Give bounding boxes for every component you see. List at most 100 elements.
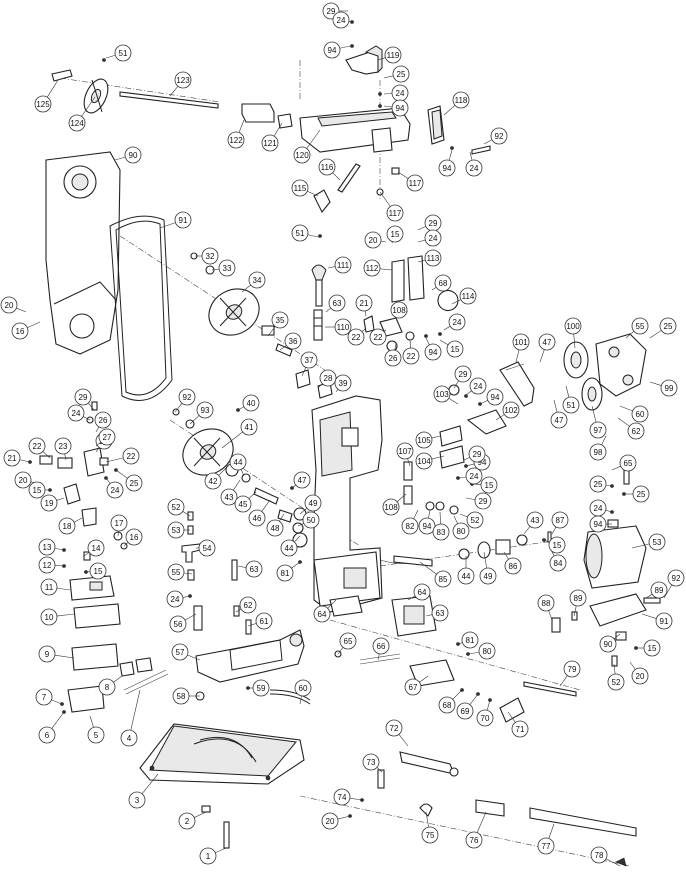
leader-line	[51, 711, 65, 729]
callout-65: 65	[611, 454, 637, 472]
leader-line	[54, 565, 65, 567]
callout-bubble	[434, 570, 452, 588]
callout-bubble	[58, 517, 76, 535]
callout-bubble	[478, 642, 496, 660]
callout-bubble	[619, 454, 637, 472]
leader-line	[56, 613, 75, 617]
callout-number: 120	[295, 151, 309, 160]
callout-number: 20	[19, 476, 28, 485]
callout-81: 81	[457, 631, 479, 649]
callout-bubble	[242, 394, 260, 412]
callout-112: 112	[363, 259, 393, 277]
callout-bubble	[589, 475, 607, 493]
callout-18: 18	[58, 517, 83, 535]
callout-bubble	[334, 256, 352, 274]
callout-bubble	[385, 719, 403, 737]
callout-number: 116	[321, 163, 334, 172]
callout-number: 80	[457, 527, 466, 536]
callout-48: 48	[266, 513, 285, 537]
callout-66: 66	[372, 637, 390, 661]
callout-number: 22	[33, 442, 42, 451]
leader-line	[237, 406, 245, 411]
callout-number: 81	[466, 636, 475, 645]
leader-line	[182, 511, 191, 517]
callout-bubble	[438, 159, 456, 177]
callout-number: 15	[485, 481, 494, 490]
callout-94: 94	[589, 515, 612, 533]
callout-bubble	[252, 679, 270, 697]
callout-bubble	[40, 494, 58, 512]
leader-line	[42, 451, 51, 459]
callout-8: 8	[98, 675, 123, 696]
leader-line	[398, 734, 409, 747]
callout-bubble	[599, 635, 617, 653]
leader-line	[83, 416, 91, 421]
callout-98: 98	[589, 435, 607, 461]
callout-110: 110	[325, 318, 352, 336]
callout-number: 15	[451, 345, 460, 354]
callout-bubble	[169, 615, 187, 633]
callout-number: 99	[665, 384, 674, 393]
callout-number: 15	[94, 567, 103, 576]
callout-number: 39	[339, 379, 348, 388]
callout-bubble	[415, 431, 433, 449]
leader-line	[182, 595, 191, 598]
leader-line	[64, 453, 67, 461]
leader-line	[431, 455, 445, 460]
leader-line	[247, 623, 257, 627]
callout-bubble	[476, 709, 494, 727]
callout-20: 20	[0, 296, 27, 314]
callout-47: 47	[550, 399, 568, 429]
leader-line	[503, 551, 509, 560]
leader-line	[297, 523, 304, 527]
lower-wheel	[172, 408, 308, 564]
callout-number: 94	[443, 164, 452, 173]
callout-number: 108	[384, 503, 398, 512]
leader-line	[317, 383, 323, 389]
callout-bubble	[87, 726, 105, 744]
callout-24: 24	[443, 313, 466, 331]
callout-20: 20	[364, 231, 387, 249]
callout-46: 46	[248, 499, 271, 527]
callout-10: 10	[40, 608, 75, 626]
leader-line	[291, 561, 301, 569]
callout-number: 35	[276, 316, 285, 325]
callout-number: 14	[92, 544, 101, 553]
leader-line	[419, 675, 429, 683]
callout-number: 41	[245, 423, 254, 432]
callout-number: 93	[201, 406, 210, 415]
callout-72: 72	[385, 719, 409, 747]
callout-number: 117	[389, 209, 402, 218]
leader-line	[267, 326, 276, 337]
leader-line	[663, 584, 673, 599]
leader-line	[507, 711, 516, 723]
callout-number: 51	[119, 49, 128, 58]
callout-number: 119	[387, 51, 400, 60]
callout-15: 15	[386, 225, 404, 244]
callout-bubble	[424, 343, 442, 361]
callout-89: 89	[645, 581, 668, 599]
leader-line	[383, 75, 394, 79]
callout-number: 53	[653, 538, 662, 547]
leader-line	[467, 651, 480, 655]
callout-bubble	[479, 567, 497, 585]
callout-number: 79	[568, 665, 577, 674]
callout-number: 26	[389, 354, 398, 363]
leader-line	[394, 343, 397, 351]
callout-number: 47	[543, 338, 552, 347]
leader-line	[221, 431, 243, 449]
leader-line	[194, 811, 207, 818]
callout-number: 102	[504, 406, 518, 415]
callout-number: 6	[45, 731, 50, 740]
callout-15: 15	[543, 536, 566, 554]
callout-16: 16	[11, 321, 41, 340]
callout-number: 26	[99, 416, 108, 425]
callout-bubble	[550, 411, 568, 429]
callout-number: 68	[443, 701, 452, 710]
leader-line	[83, 552, 90, 557]
callout-bubble	[332, 11, 350, 29]
callout-94: 94	[323, 41, 351, 59]
callout-number: 118	[455, 96, 468, 105]
callout-number: 15	[553, 541, 562, 550]
callout-21: 21	[355, 294, 373, 317]
